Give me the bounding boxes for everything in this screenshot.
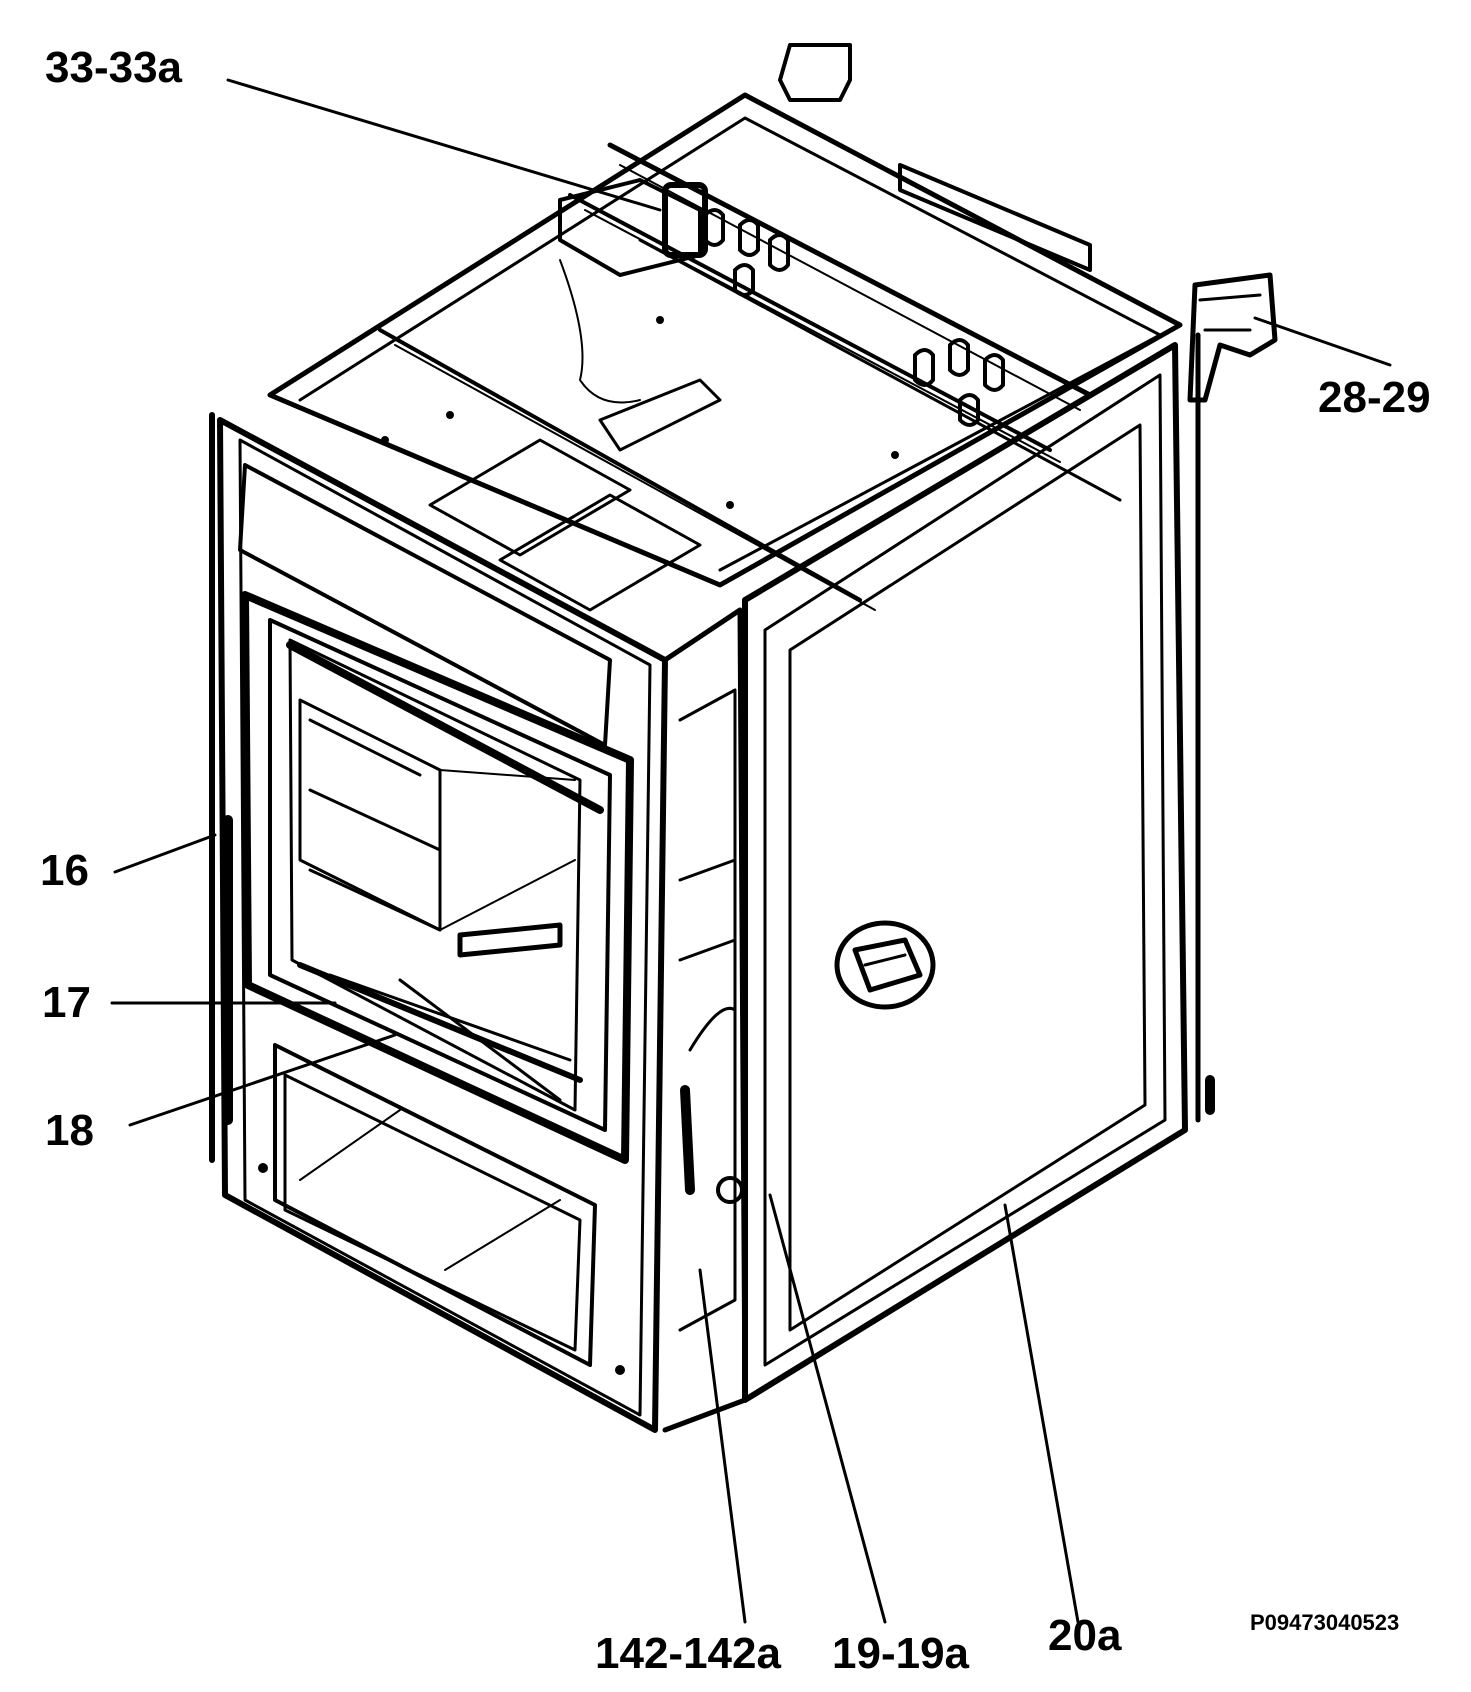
side-panel: [742, 332, 1215, 1403]
callout-142-142a: 142-142a: [595, 1629, 781, 1678]
top-frame: [267, 43, 1183, 612]
leader-33-33a: [226, 78, 662, 212]
side-bracket: [1187, 272, 1278, 403]
callout-28-29: 28-29: [1318, 373, 1431, 422]
screws: [258, 316, 899, 1375]
oven-body: [209, 43, 1278, 1433]
callout-19-19a: 19-19a: [832, 1629, 970, 1678]
leader-16: [113, 833, 217, 874]
drawing-code: P09473040523: [1250, 1610, 1399, 1635]
leader-142-142a: [698, 1268, 747, 1624]
front-facade: [209, 412, 668, 1433]
leader-18: [128, 1033, 397, 1127]
callout-33-33a: 33-33a: [45, 43, 183, 92]
connector-block: [558, 178, 1005, 427]
callout-20a: 20a: [1048, 1611, 1122, 1660]
callout-16: 16: [40, 846, 89, 895]
leader-28-29: [1253, 316, 1392, 367]
callout-18: 18: [45, 1106, 94, 1155]
leader-lines: [110, 78, 1392, 1624]
callout-17: 17: [42, 978, 91, 1027]
leader-19-19a: [768, 1193, 887, 1624]
leader-20a: [1003, 1203, 1080, 1624]
callout-labels: 33-33a 28-29 16 17 18 142-142a 19-19a 20…: [40, 43, 1431, 1678]
